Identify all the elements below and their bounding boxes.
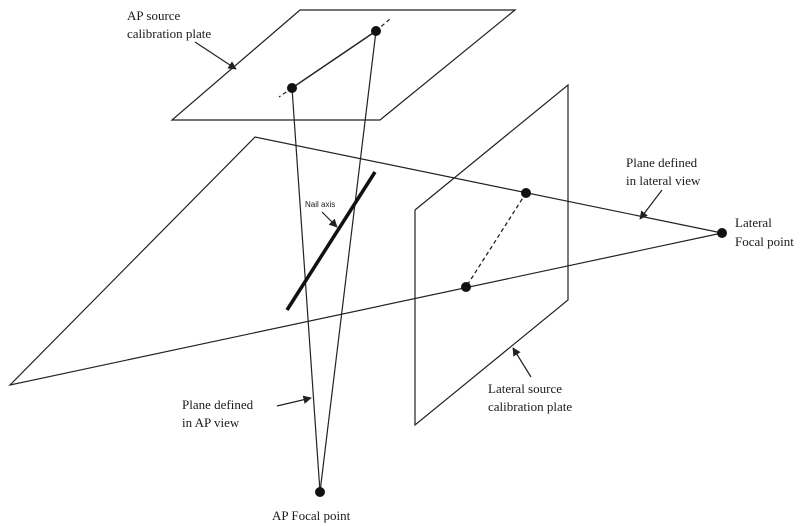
ap-plane-label-line2: in AP view: [182, 415, 240, 430]
ap-calibration-plate: [170, 9, 517, 121]
lateral-plate-point-bottom: [461, 282, 471, 292]
lateral-focal-point-dot: [717, 228, 727, 238]
lateral-focal-label: Lateral Focal point: [735, 215, 794, 249]
ap-plate-label-arrow: [194, 41, 237, 70]
lateral-plane-label-line1: Plane defined: [626, 155, 698, 170]
lateral-plate-point-top: [521, 188, 531, 198]
lateral-plate-label: Lateral source calibration plate: [488, 381, 572, 414]
lateral-plate-label-line2: calibration plate: [488, 399, 572, 414]
ap-plate-label-line1: AP source: [127, 8, 181, 23]
lateral-focal-label-line2: Focal point: [735, 234, 794, 249]
ap-plane-label: Plane defined in AP view: [182, 397, 256, 430]
ap-plate-label-line2: calibration plate: [127, 26, 211, 41]
lateral-focal-label-line1: Lateral: [735, 215, 772, 230]
ap-plane-label-line1: Plane defined: [182, 397, 254, 412]
lateral-plane-label-arrow: [639, 189, 663, 220]
ap-focal-point-dot: [315, 487, 325, 497]
lateral-plane-label-line2: in lateral view: [626, 173, 701, 188]
ap-plane-label-arrow: [276, 395, 312, 407]
ap-plate-point-bottom: [287, 83, 297, 93]
ap-plate-point-top: [371, 26, 381, 36]
ap-focal-label: AP Focal point: [272, 508, 351, 523]
nail-axis-label: Nail axis: [305, 200, 335, 209]
lateral-plate-segment: [465, 192, 527, 288]
nail-axis-line: [285, 171, 377, 311]
lateral-plane-label: Plane defined in lateral view: [626, 155, 701, 188]
lateral-plate-label-line1: Lateral source: [488, 381, 562, 396]
lateral-plate-label-arrow: [512, 347, 532, 378]
ap-plate-segment: [291, 30, 377, 89]
lateral-calibration-plate: [414, 83, 569, 427]
nail-axis-label-arrow: [321, 211, 338, 228]
ap-plane-edge-right: [319, 30, 377, 493]
ap-plate-label: AP source calibration plate: [127, 8, 211, 41]
ap-plane-edge-left: [291, 87, 321, 493]
lateral-plane: [8, 136, 723, 387]
